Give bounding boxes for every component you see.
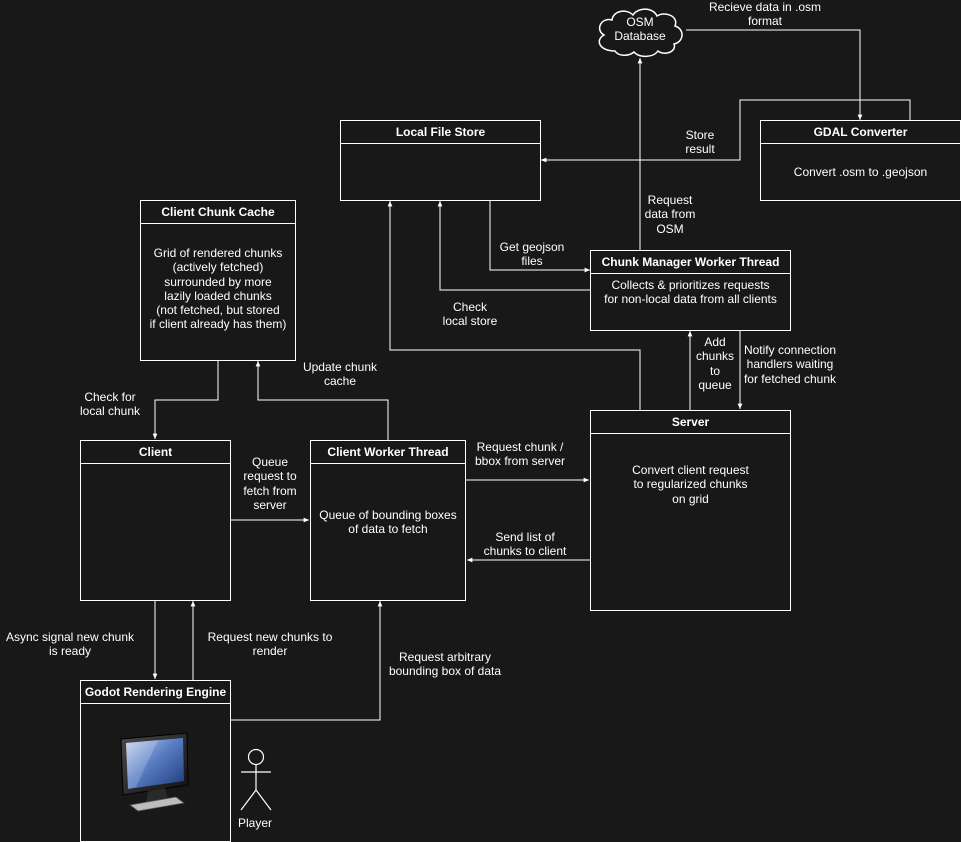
chunk-manager-node: Chunk Manager Worker Thread Collects & p…: [590, 250, 791, 331]
chunk-manager-title: Chunk Manager Worker Thread: [591, 251, 790, 274]
edge-worker-to-cache: [255, 361, 389, 440]
server-body: Convert client request to regularized ch…: [632, 463, 749, 506]
edge-manager-to-filestore: [437, 201, 590, 291]
osm-database-label: OSM Database: [614, 15, 666, 44]
edge-label-get-geojson: Get geojson files: [499, 240, 565, 269]
edge-label-request-new-chunks: Request new chunks to render: [207, 630, 333, 659]
monitor-icon: [120, 732, 189, 812]
cloud-icon: [598, 8, 683, 58]
gdal-converter-title: GDAL Converter: [761, 121, 960, 144]
edge-label-update-cache: Update chunk cache: [302, 360, 378, 389]
edge-label-check-local-store: Check local store: [442, 300, 498, 329]
edge-gdal-to-filestore: [541, 99, 911, 163]
player-label: Player: [237, 816, 273, 831]
client-worker-node: Client Worker Thread Queue of bounding b…: [310, 440, 466, 601]
edge-filestore-to-manager: [489, 200, 590, 273]
client-worker-title: Client Worker Thread: [311, 441, 465, 464]
server-node: Server Convert client request to regular…: [590, 410, 791, 611]
edge-label-queue-request: Queue request to fetch from server: [243, 455, 297, 513]
edge-label-notify-handlers: Notify connection handlers waiting for f…: [743, 343, 837, 386]
local-file-store-node: Local File Store: [340, 120, 541, 201]
chunk-manager-body: Collects & prioritizes requests for non-…: [604, 278, 777, 307]
edge-label-check-local-chunk: Check for local chunk: [79, 390, 141, 419]
client-worker-body: Queue of bounding boxes of data to fetch: [319, 508, 457, 537]
edge-server-to-filestore: [387, 201, 641, 410]
local-file-store-title: Local File Store: [341, 121, 540, 144]
edge-label-request-chunk: Request chunk / bbox from server: [474, 440, 566, 469]
edge-label-request-bbox: Request arbitrary bounding box of data: [388, 650, 502, 679]
gdal-converter-body: Convert .osm to .geojson: [793, 165, 928, 179]
godot-title: Godot Rendering Engine: [81, 681, 230, 704]
edge-cache-to-client: [152, 360, 219, 439]
edge-label-add-chunks: Add chunks to queue: [695, 335, 735, 393]
edge-label-store-result: Store result: [685, 128, 715, 157]
client-title: Client: [81, 441, 230, 464]
client-chunk-cache-title: Client Chunk Cache: [141, 201, 295, 224]
stick-figure-icon: [240, 748, 272, 811]
client-node: Client: [80, 440, 231, 601]
client-chunk-cache-node: Client Chunk Cache Grid of rendered chun…: [140, 200, 296, 361]
edge-godot-to-worker: [231, 601, 383, 721]
edge-label-receive-osm: Recieve data in .osm format: [708, 0, 822, 29]
server-title: Server: [591, 411, 790, 434]
gdal-converter-node: GDAL Converter Convert .osm to .geojson: [760, 120, 961, 201]
edge-osm-to-gdal: [686, 29, 863, 120]
edge-label-async-signal: Async signal new chunk is ready: [5, 630, 135, 659]
godot-node: Godot Rendering Engine: [80, 680, 231, 842]
edge-label-send-list: Send list of chunks to client: [483, 530, 567, 559]
client-chunk-cache-body: Grid of rendered chunks (actively fetche…: [149, 246, 287, 332]
edge-label-request-from-osm: Request data from OSM: [644, 193, 696, 236]
